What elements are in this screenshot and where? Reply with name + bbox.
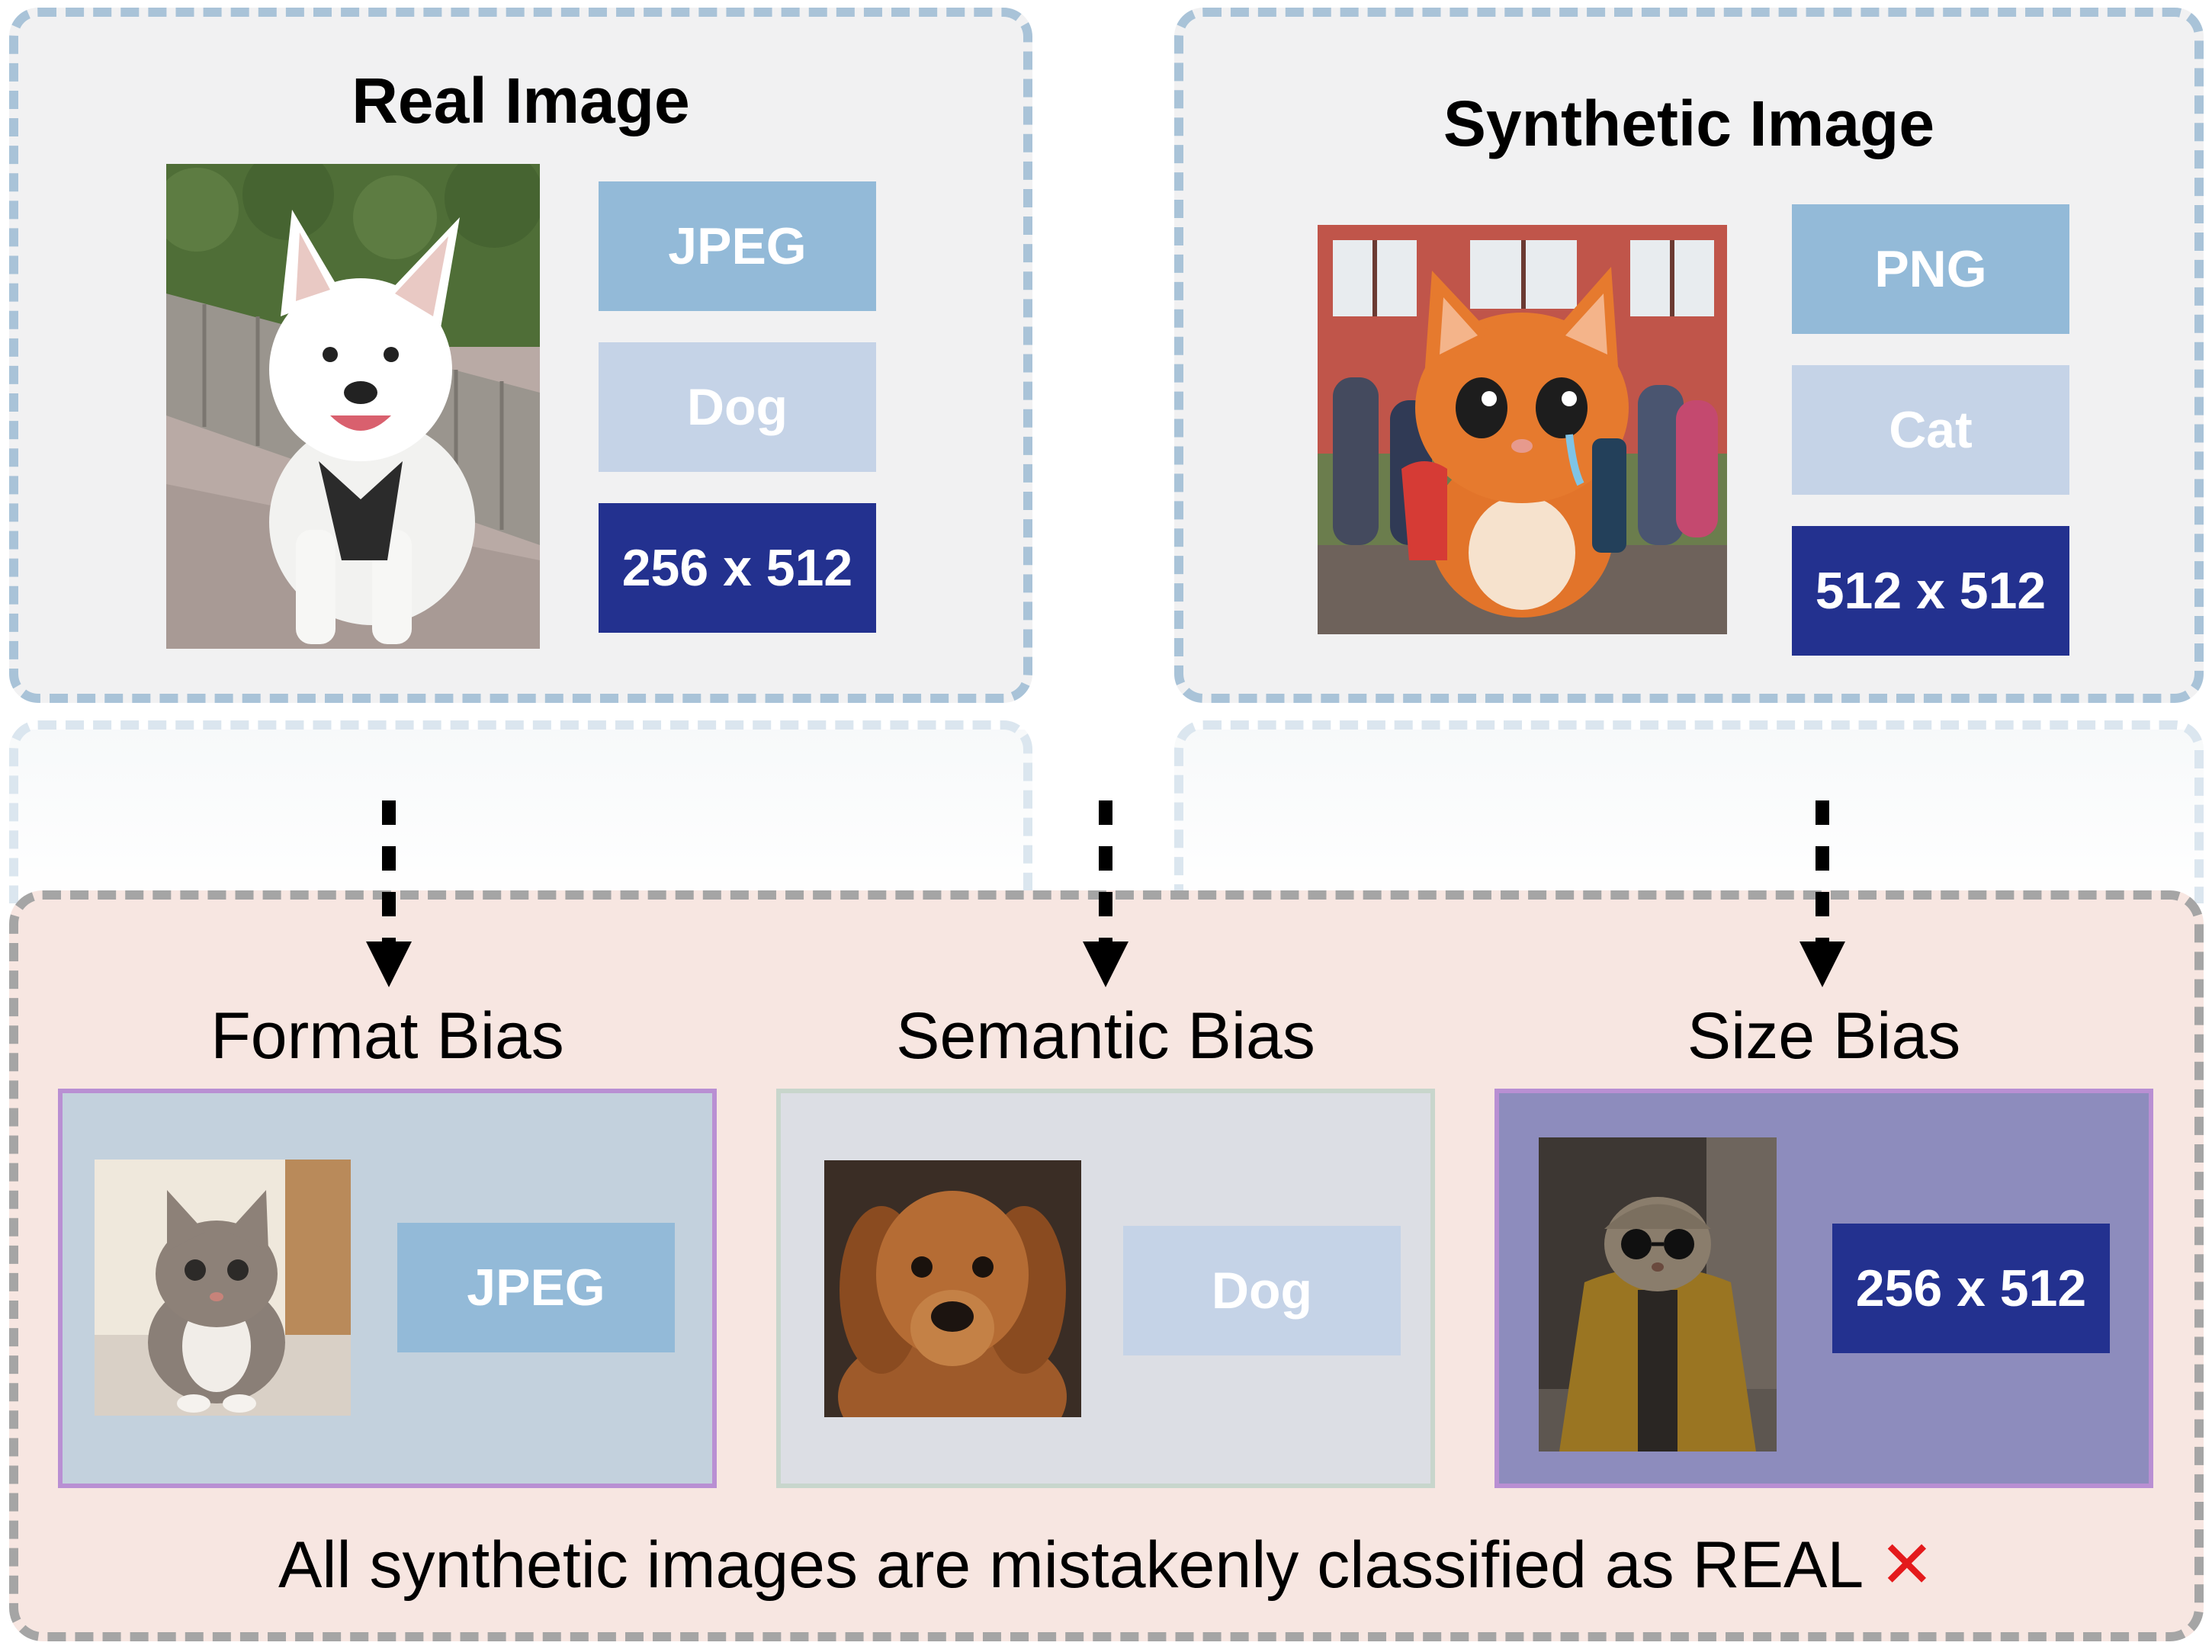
arrow-down-icon	[366, 800, 412, 987]
synthetic-panel-shadow	[1174, 720, 2204, 903]
semantic-bias-tag: Dog	[1123, 1226, 1401, 1355]
puppy-photo-icon	[824, 1160, 1081, 1417]
synthetic-semantic-tag: Cat	[1792, 365, 2069, 495]
cat-in-jacket-photo-icon	[1539, 1137, 1777, 1452]
orange-kitten-photo-icon	[1318, 225, 1727, 634]
synthetic-size-tag: 512 x 512	[1792, 526, 2069, 656]
synthetic-format-tag: PNG	[1792, 204, 2069, 334]
conclusion-text: All synthetic images are mistakenly clas…	[278, 1529, 1861, 1602]
real-image-title: Real Image	[352, 65, 690, 136]
conclusion-text-row: All synthetic images are mistakenly clas…	[9, 1527, 2204, 1603]
real-panel-shadow	[9, 720, 1032, 903]
format-bias-title: Format Bias	[210, 999, 564, 1073]
size-bias-tag: 256 x 512	[1832, 1224, 2110, 1353]
red-cross-icon: ✕	[1879, 1529, 1934, 1602]
synthetic-image-title: Synthetic Image	[1443, 88, 1935, 159]
white-dog-photo-icon	[166, 164, 540, 649]
real-size-tag: 256 x 512	[599, 503, 876, 633]
kitten-photo-icon	[95, 1160, 351, 1416]
semantic-bias-title: Semantic Bias	[896, 999, 1315, 1073]
arrow-down-icon	[1799, 800, 1845, 987]
real-semantic-tag: Dog	[599, 342, 876, 472]
real-format-tag: JPEG	[599, 181, 876, 311]
size-bias-title: Size Bias	[1687, 999, 1961, 1073]
arrow-down-icon	[1083, 800, 1128, 987]
format-bias-tag: JPEG	[397, 1223, 675, 1352]
